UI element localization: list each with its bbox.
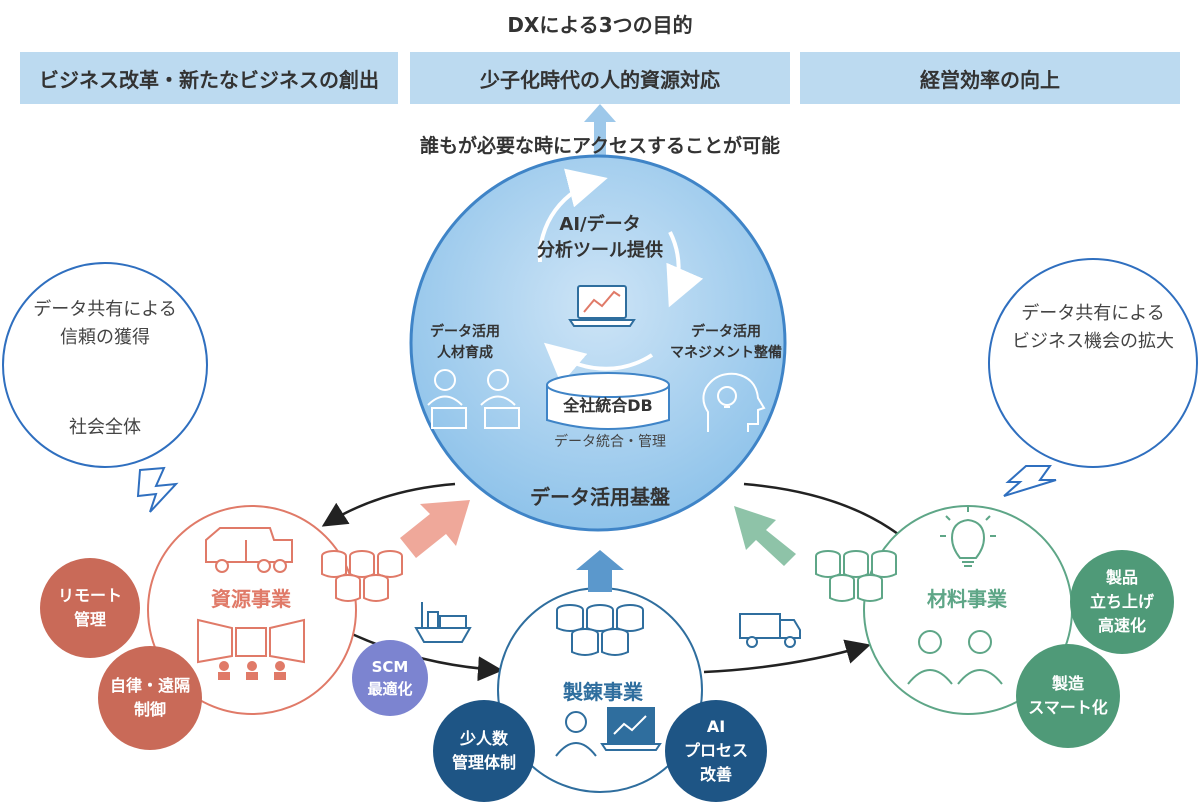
goal-box-business: ビジネス改革・新たなビジネスの創出 — [20, 52, 398, 104]
resources-up-arrow — [400, 500, 470, 558]
goal-box-human-resources: 少子化時代の人的資源対応 — [410, 52, 790, 104]
bubble-business-line1: データ共有による — [1021, 303, 1165, 324]
person-laptop-icon — [427, 369, 520, 429]
smelting-up-arrow — [576, 550, 624, 592]
access-subtitle: 誰もが必要な時にアクセスすることが可能 — [419, 134, 781, 157]
lightning-icon-right — [1003, 465, 1057, 497]
scm-line1: SCM — [371, 658, 409, 676]
people-icon — [907, 630, 1003, 685]
cycle-arrows — [537, 168, 704, 385]
materials-smart-circle: 製造 スマート化 — [1016, 644, 1120, 748]
database-icon — [546, 372, 670, 430]
db-label: 全社統合DB — [563, 396, 653, 415]
launch-line3: 高速化 — [1097, 616, 1146, 635]
few-line2: 管理体制 — [451, 753, 516, 772]
mgmt-line1: データ活用 — [691, 324, 761, 340]
resources-label: 資源事業 — [211, 586, 291, 611]
resources-remote-circle: リモート 管理 — [40, 558, 140, 658]
remote-line1: リモート — [57, 586, 122, 605]
bubble-society-line3: 社会全体 — [69, 417, 141, 438]
auto-line2: 制御 — [133, 700, 166, 719]
resources-autonomous-circle: 自律・遠隔 制御 — [98, 646, 202, 750]
materials-database-icon — [815, 550, 897, 602]
smelting-label: 製錬事業 — [563, 679, 643, 704]
few-line1: 少人数 — [459, 729, 508, 748]
platform-label: データ活用基盤 — [530, 484, 670, 509]
ai-line3: 改善 — [699, 765, 732, 784]
laptop-chart-icon — [568, 285, 636, 327]
lightbulb-icon — [940, 506, 996, 567]
ai-tools-line2: 分析ツール提供 — [537, 240, 663, 261]
materials-launch-circle: 製品 立ち上げ 高速化 — [1070, 550, 1174, 654]
scm-circle: SCM 最適化 — [352, 640, 428, 716]
materials-up-arrow — [734, 506, 796, 566]
smelting-person-laptop-icon — [555, 707, 662, 757]
ship-icon — [414, 602, 472, 643]
mgmt-label: データ活用 マネジメント整備 — [656, 322, 796, 364]
mgmt-line2: マネジメント整備 — [670, 345, 782, 361]
launch-line1: 製品 — [1105, 568, 1138, 587]
goal-box-efficiency: 経営効率の向上 — [800, 52, 1180, 104]
hr-label: データ活用 人材育成 — [410, 322, 520, 364]
db-caption: データ統合・管理 — [554, 434, 666, 450]
diagram-title: DXによる3つの目的 — [507, 12, 693, 37]
center-platform-circle — [409, 154, 787, 532]
materials-label: 材料事業 — [927, 586, 1007, 611]
smart-line2: スマート化 — [1028, 698, 1108, 717]
bubble-business-line2: ビジネス機会の拡大 — [1012, 331, 1174, 352]
auto-line1: 自律・遠隔 — [109, 676, 190, 695]
lightbulb-head-icon — [702, 372, 766, 432]
ai-line2: プロセス — [683, 741, 748, 760]
bubble-society-line2: 信頼の獲得 — [60, 327, 150, 348]
resources-database-icon — [321, 550, 403, 602]
lightning-icon-left — [136, 466, 179, 513]
hr-line2: 人材育成 — [437, 345, 493, 361]
remote-line2: 管理 — [73, 610, 106, 629]
smelting-database-icon — [556, 604, 644, 656]
bubble-business: データ共有による ビジネス機会の拡大 — [988, 258, 1198, 468]
smelting-ai-process-circle: AI プロセス 改善 — [665, 700, 767, 802]
bubble-society-line1: データ共有による — [33, 299, 177, 320]
ai-tools-line1: AI/データ — [559, 214, 641, 235]
launch-line2: 立ち上げ — [1089, 592, 1154, 611]
ai-line1: AI — [706, 717, 726, 736]
scm-line2: 最適化 — [367, 680, 413, 698]
bubble-society: データ共有による 信頼の獲得 社会全体 — [2, 262, 208, 468]
truck-icon — [739, 613, 801, 648]
control-room-icon — [197, 618, 305, 680]
smelting-few-people-circle: 少人数 管理体制 — [433, 700, 535, 802]
smart-line1: 製造 — [1051, 674, 1084, 693]
hr-line1: データ活用 — [430, 324, 500, 340]
dump-truck-icon — [205, 527, 293, 573]
ai-tools-label: AI/データ 分析ツール提供 — [510, 212, 690, 264]
